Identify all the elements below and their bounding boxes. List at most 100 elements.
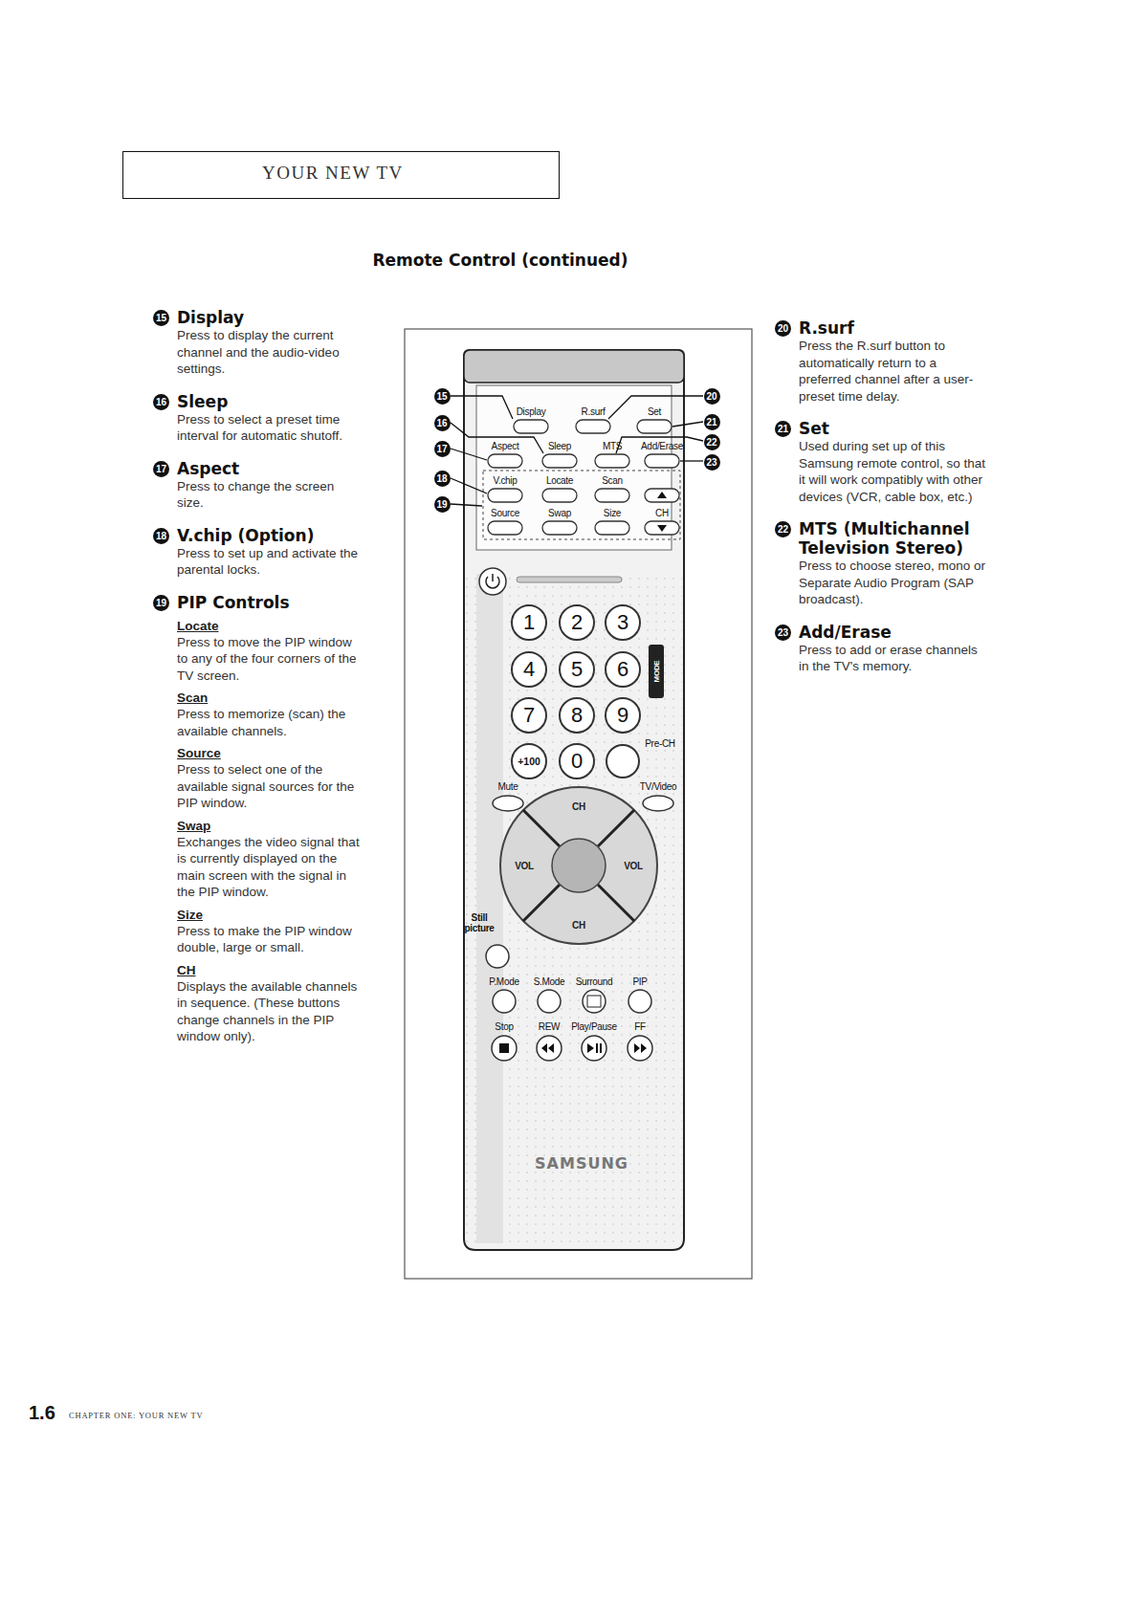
power-icon	[485, 573, 500, 589]
sub-heading: CH	[176, 962, 364, 979]
button-label: Sleep	[548, 440, 572, 452]
digit-button: 7	[510, 697, 548, 734]
callout-number: 17	[434, 440, 451, 458]
button-label: Mute	[497, 781, 518, 793]
digit-button: 9	[604, 697, 641, 734]
button-description: Press to move the PIP window to any of t…	[176, 634, 364, 685]
button-description: Exchanges the video signal that is curre…	[176, 834, 364, 902]
button-label: R.surf	[581, 406, 606, 418]
button-label: Locate	[546, 475, 574, 486]
callout-number: 19	[153, 595, 170, 612]
button-heading: Display	[176, 308, 364, 328]
button-description: Press to set up and activate the parenta…	[176, 545, 364, 579]
page-number: 1.6	[28, 1402, 56, 1425]
callout-number: 22	[704, 434, 721, 451]
digit-label: 6	[617, 659, 629, 681]
digit-label: 2	[571, 612, 583, 634]
description-section: 15DisplayPress to display the current ch…	[153, 308, 364, 378]
description-section: 17AspectPress to change the screen size.	[153, 459, 364, 512]
button-label: VOL	[514, 860, 534, 872]
remote-strip	[476, 573, 504, 1244]
button-heading: V.chip (Option)	[176, 526, 364, 546]
callout-number: 18	[434, 470, 451, 487]
button-label: Aspect	[491, 440, 520, 452]
button-label: Source	[490, 507, 520, 519]
button-label: Still picture	[462, 912, 497, 934]
sub-heading: Size	[176, 906, 364, 924]
button-heading: Set	[798, 418, 991, 439]
figure-frame	[404, 329, 752, 1279]
description-section: 20R.surfPress the R.surf button to autom…	[774, 318, 991, 405]
header-box: YOUR NEW TV	[122, 151, 560, 199]
callout-number: 23	[774, 624, 792, 641]
sub-heading: Swap	[176, 817, 364, 835]
callout-number: 18	[153, 528, 170, 545]
callout-number: 15	[434, 388, 451, 405]
description-section: 19PIP ControlsLocatePress to move the PI…	[153, 593, 364, 1046]
tv-video-button	[642, 795, 674, 812]
leader-lines	[450, 396, 704, 507]
button-panel	[476, 385, 672, 551]
transport-icons	[499, 1043, 647, 1054]
button-heading: Add/Erase	[798, 622, 991, 642]
description-section: 16SleepPress to select a preset time int…	[153, 392, 364, 445]
digit-button: 3	[604, 604, 641, 641]
digit-button: 5	[558, 651, 596, 688]
callout-number: 16	[153, 394, 170, 411]
button-description: Press to memorize (scan) the available c…	[176, 705, 364, 740]
header-text: YOUR NEW TV	[262, 161, 559, 185]
nav-dividers	[523, 810, 635, 922]
button-label: Surround	[575, 976, 614, 988]
button-label: REW	[538, 1021, 560, 1033]
button-heading: PIP Controls	[176, 593, 364, 613]
button-label: S.Mode	[533, 976, 566, 988]
nav-center	[551, 838, 606, 893]
callout-number: 20	[704, 388, 721, 405]
digit-button: 8	[558, 697, 596, 734]
button-description: Press to make the PIP window double, lar…	[176, 923, 364, 957]
description-section: 23 Add/ErasePress to add or erase channel…	[774, 622, 991, 676]
button-label: V.chip	[492, 475, 517, 486]
digit-button: 2	[558, 604, 596, 641]
power-button	[479, 568, 507, 596]
description-section: 18 V.chip (Option)Press to set up and act…	[153, 526, 364, 579]
button-label: Pre-CH	[644, 738, 676, 750]
button-label: Scan	[601, 475, 623, 486]
remote-top	[463, 350, 684, 383]
digit-label: 7	[523, 705, 535, 727]
callout-number: 21	[704, 414, 721, 431]
button-label: Add/Erase	[640, 440, 684, 452]
digit-button: 4	[510, 651, 548, 688]
description-column: 15DisplayPress to display the current ch…	[153, 308, 364, 1060]
indicator-slot	[516, 576, 622, 583]
remote-body	[463, 350, 684, 1251]
digit-label: +100	[517, 756, 541, 768]
mute-button	[492, 795, 524, 812]
digit-label: 0	[571, 750, 583, 772]
callout-number: 17	[153, 461, 170, 478]
surround-icon	[587, 995, 601, 1008]
nav-ring	[500, 787, 658, 945]
digit-button: 0	[558, 743, 596, 780]
digit-button: 1	[510, 604, 548, 641]
button-label: SAMSUNG	[534, 1154, 629, 1173]
button-label: Size	[603, 507, 621, 519]
mode-buttons	[491, 990, 653, 1061]
button-description: Press to add or erase channels in the TV…	[798, 641, 991, 676]
button-label: PIP	[632, 976, 647, 988]
button-description: Press to choose stereo, mono or Separate…	[798, 557, 991, 609]
button-description: Displays the available channels in seque…	[176, 978, 364, 1046]
button-label: Set	[647, 406, 662, 418]
pip-group-outline	[483, 470, 681, 540]
callout-number: 23	[704, 454, 721, 471]
button-description: Press to display the current channel and…	[176, 327, 364, 378]
button-label: Display	[516, 406, 547, 418]
button-description: Press to select a preset time interval f…	[176, 411, 364, 445]
digit-label: 4	[523, 659, 535, 681]
button-label: MTS	[602, 440, 622, 452]
button-label: Stop	[494, 1021, 513, 1033]
button-description: Press to change the screen size.	[176, 478, 364, 512]
button-description: Press the R.surf button to automatically…	[798, 337, 991, 405]
digit-button: 6	[604, 651, 641, 688]
